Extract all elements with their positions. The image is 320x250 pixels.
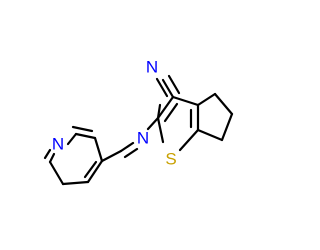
molecule-drawing: N N N S [43,58,234,186]
cyclopentane-ring [196,92,234,142]
bond [163,102,179,123]
bond [213,92,234,116]
bond [43,148,52,160]
bond [220,112,234,142]
bond [119,141,135,153]
imine-linker [100,116,160,163]
bond [100,149,123,163]
bond [196,128,224,142]
bond [171,95,200,107]
bond [83,160,98,179]
bond [155,77,169,98]
bond [93,136,104,163]
nitrile-nitrogen-label: N [146,58,158,77]
bond [178,128,200,152]
pyridine-ring [43,125,104,186]
bond [74,132,97,140]
bond [161,78,175,99]
bond [48,152,56,164]
bond [196,92,217,107]
bond [48,160,65,186]
bond [86,159,104,184]
bond [156,95,175,120]
thiophene-sulfur-label: S [165,150,176,169]
bond [123,147,139,159]
thiophene-ring [156,95,200,152]
pyridine-nitrogen-label: N [52,135,64,154]
bond [66,132,78,146]
bond [156,116,165,144]
nitrile-group [155,74,181,99]
bond [61,180,90,186]
bond [146,116,160,131]
bond [71,125,94,133]
bond [167,74,181,95]
structure-canvas: N N N S [43,58,234,186]
imine-nitrogen-label: N [137,129,149,148]
